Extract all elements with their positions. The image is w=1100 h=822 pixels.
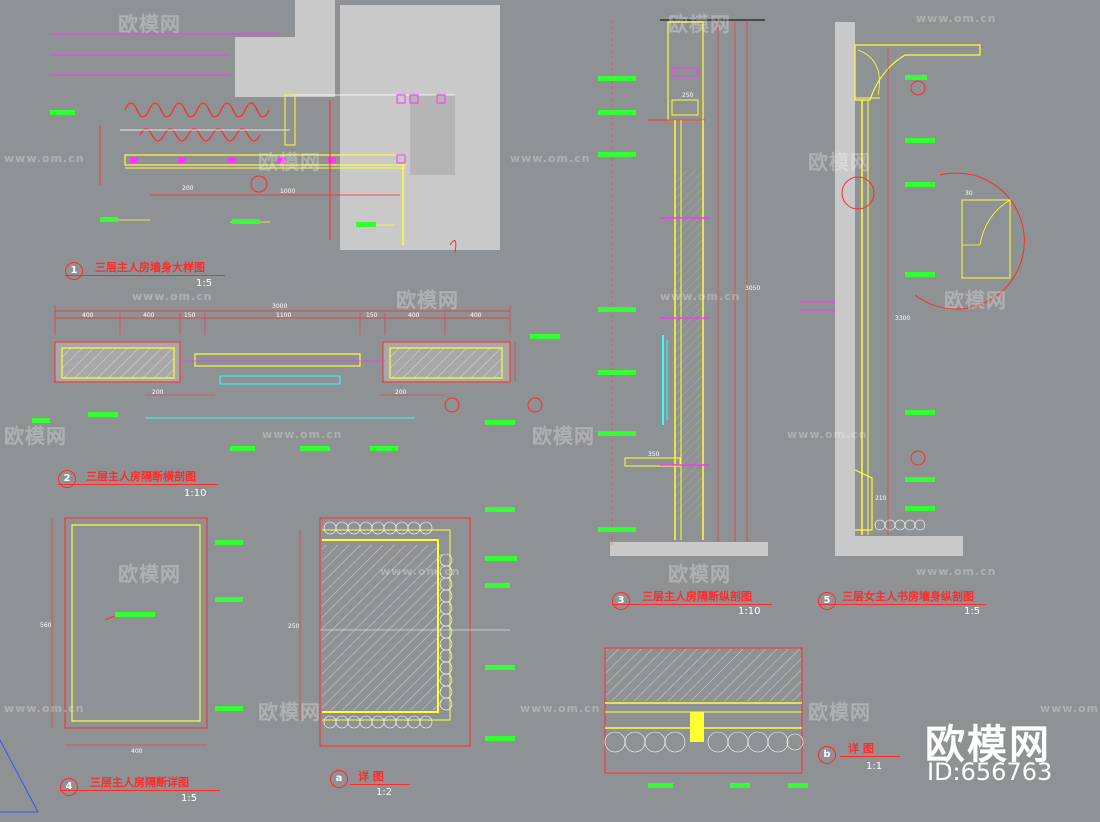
detail-a-badge: a xyxy=(330,770,348,788)
watermark-logo: 欧模网 xyxy=(396,288,459,312)
drawing-3-title-underline xyxy=(612,604,772,605)
drawing-4-dim-height: 560 xyxy=(40,622,52,629)
drawing-1-wall-detail xyxy=(50,0,500,254)
drawing-2-dim-p6: 400 xyxy=(470,312,482,319)
watermark-logo: 欧模网 xyxy=(258,700,321,724)
detail-b-badge: b xyxy=(818,746,836,764)
drawing-1-dim-1000: 1000 xyxy=(280,188,295,195)
drawing-3-partition-vertical xyxy=(598,19,768,556)
drawing-5-dim-top: 30 xyxy=(965,190,973,197)
watermark-url: www.om.cn xyxy=(4,152,85,165)
drawing-3-scale: 1:10 xyxy=(738,606,761,617)
watermark-id: ID:656763 xyxy=(927,758,1053,786)
drawing-3-dim-top: 250 xyxy=(682,92,694,99)
drawing-5-dim-bottom: 210 xyxy=(875,495,887,502)
drawing-2-dim-p3: 1100 xyxy=(276,312,291,319)
watermark-logo: 欧模网 xyxy=(258,150,321,174)
drawing-3-title: 三层主人房隔断纵剖图 xyxy=(642,590,752,603)
watermark-url: www.om.cn xyxy=(660,290,741,303)
watermark-logo: 欧模网 xyxy=(118,12,181,36)
watermark-url: www.om.cn xyxy=(132,290,213,303)
drawing-2-dim-p4: 150 xyxy=(366,312,378,319)
drawing-2-dim-p1: 400 xyxy=(143,312,155,319)
watermark-url: www.om.cn xyxy=(4,702,85,715)
watermark-logo: 欧模网 xyxy=(944,288,1007,312)
watermark-url: www.om.cn xyxy=(916,565,997,578)
drawing-4-badge: 4 xyxy=(60,778,78,796)
detail-a-dim-height: 250 xyxy=(288,623,300,630)
drawing-5-scale: 1:5 xyxy=(964,606,981,617)
drawing-1-title-underline xyxy=(65,275,225,276)
watermark-url: www.om.cn xyxy=(380,565,461,578)
detail-a-scale: 1:2 xyxy=(376,787,393,798)
drawing-3-dim-ledge: 350 xyxy=(648,451,660,458)
drawing-3-badge: 3 xyxy=(612,592,630,610)
drawing-4-dim-width: 400 xyxy=(131,748,143,755)
drawing-2-title: 三层主人房隔断横剖图 xyxy=(86,470,196,483)
watermark-logo: 欧模网 xyxy=(808,150,871,174)
detail-b-scale: 1:1 xyxy=(866,761,883,772)
drawing-1-dim-200: 200 xyxy=(182,185,194,192)
watermark-logo: 欧模网 xyxy=(808,700,871,724)
watermark-url: www.om.cn xyxy=(1040,702,1100,715)
watermark-logo: 欧模网 xyxy=(4,424,67,448)
watermark-url: www.om.cn xyxy=(510,152,591,165)
drawing-2-dim-p5: 400 xyxy=(408,312,420,319)
drawing-5-dim-mid: 3300 xyxy=(895,315,910,322)
drawing-2-dim-sub0: 200 xyxy=(152,389,164,396)
watermark-logo: 欧模网 xyxy=(668,562,731,586)
detail-a-title: 详 图 xyxy=(358,770,384,783)
watermark-url: www.om.cn xyxy=(520,702,601,715)
drawing-2-dim-p2: 150 xyxy=(184,312,196,319)
detail-b-title-underline xyxy=(840,756,900,757)
drawing-2-dim-total: 3000 xyxy=(272,303,287,310)
drawing-5-title-underline xyxy=(818,604,986,605)
detail-b-title: 详 图 xyxy=(848,742,874,755)
drawing-1-badge: 1 xyxy=(65,262,83,280)
drawing-2-title-underline xyxy=(58,484,218,485)
drawing-4-title-underline xyxy=(60,790,220,791)
drawing-5-study-wall xyxy=(800,22,1025,556)
watermark-url: www.om.cn xyxy=(787,428,868,441)
drawing-1-title: 三层主人房墙身大样图 xyxy=(95,261,205,274)
drawing-1-scale: 1:5 xyxy=(196,278,213,289)
watermark-url: www.om.cn xyxy=(262,428,343,441)
watermark-logo: 欧模网 xyxy=(532,424,595,448)
drawing-2-scale: 1:10 xyxy=(184,488,207,499)
drawing-2-badge: 2 xyxy=(58,470,76,488)
drawing-2-dim-p0: 400 xyxy=(82,312,94,319)
drawing-4-scale: 1:5 xyxy=(181,793,198,804)
watermark-big-logo: 欧模网 xyxy=(925,722,1051,768)
watermark-url: www.om.cn xyxy=(916,12,997,25)
detail-b xyxy=(604,647,808,788)
drawing-5-title: 三层女主人书房墙身纵剖图 xyxy=(842,590,974,603)
drawing-4-partition-detail xyxy=(51,517,243,746)
drawing-3-dim-mid: 3050 xyxy=(745,285,760,292)
drawing-2-partition-section xyxy=(32,305,560,451)
watermark-logo: 欧模网 xyxy=(668,12,731,36)
detail-a-title-underline xyxy=(350,784,410,785)
drawing-2-dim-sub1: 200 xyxy=(395,389,407,396)
drawing-5-badge: 5 xyxy=(818,592,836,610)
watermark-logo: 欧模网 xyxy=(118,562,181,586)
drawing-4-title: 三层主人房隔断详图 xyxy=(90,776,189,789)
detail-a xyxy=(299,507,517,747)
